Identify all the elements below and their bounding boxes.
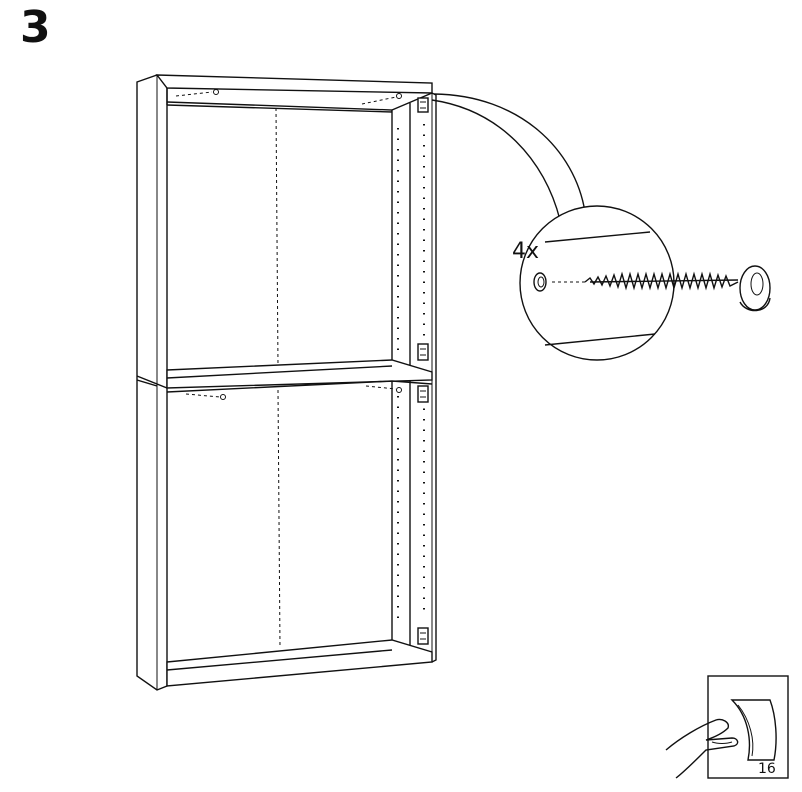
page-corner <box>665 675 789 779</box>
detail-callout <box>431 93 771 361</box>
turn-page-icon <box>665 699 777 779</box>
screw-icon <box>175 89 219 97</box>
quantity-label: 4x <box>512 239 539 264</box>
cabinet <box>136 74 437 691</box>
detail-circle <box>519 205 675 361</box>
top-panel <box>155 74 433 94</box>
screw-icon <box>185 393 226 400</box>
hinges <box>417 97 429 645</box>
screw-markers <box>175 89 402 400</box>
hinge-icon <box>417 627 429 645</box>
bottom-panel <box>166 639 433 687</box>
screw-icon <box>365 385 402 393</box>
screw-icon <box>361 93 402 105</box>
step-number: 3 <box>20 2 51 53</box>
hinge-icon <box>417 97 429 113</box>
page-number: 16 <box>758 761 776 777</box>
hinge-icon <box>417 385 429 403</box>
hinge-icon <box>417 343 429 361</box>
screw-icon <box>552 265 771 312</box>
